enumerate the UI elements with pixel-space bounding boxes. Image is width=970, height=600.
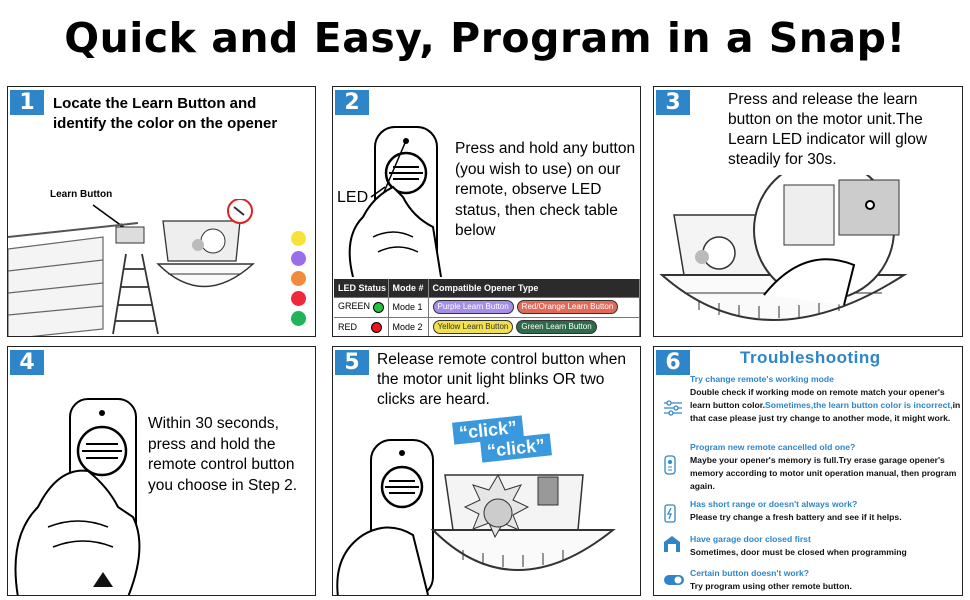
yellow-swatch [291,231,306,246]
step-4-instruction: Within 30 seconds, press and hold the re… [148,415,298,494]
page-title: Quick and Easy, Program in a Snap! [64,14,906,62]
step-number-badge: 3 [656,90,690,115]
troubleshooting-title: Troubleshooting [740,348,881,367]
troubleshooting-body: Please try change a fresh battery and se… [690,512,902,522]
troubleshooting-heading: Program new remote cancelled old one? [690,442,856,452]
step-2-instruction: Press and hold any button (you wish to u… [455,140,636,239]
troubleshooting-body: Sometimes, door must be closed when prog… [690,547,907,557]
learn-button-color-swatches [291,231,307,331]
step-1-panel: 1 Locate the Learn Button and identify t… [7,86,316,337]
troubleshooting-heading: Has short range or doesn't always work? [690,499,858,509]
troubleshooting-item: Certain button doesn't work? Try program… [690,567,962,593]
motor-unit-blinking-illustration [336,439,616,595]
orange-swatch [291,271,306,286]
troubleshooting-body: Maybe your opener's memory is full.Try e… [690,455,957,491]
step-1-instruction: Locate the Learn Button and identify the… [53,95,278,132]
step-number-badge: 6 [656,350,690,375]
compatibility-table: LED Status Mode # Compatible Opener Type… [334,279,640,336]
red-orange-learn-button-tag: Red/Orange Learn Button [516,300,619,314]
troubleshooting-item: Program new remote cancelled old one? Ma… [690,441,962,493]
toggle-icon [664,575,684,585]
green-learn-button-tag: Green Learn Button [516,320,597,335]
garage-opener-illustration [8,199,255,336]
troubleshooting-heading: Certain button doesn't work? [690,568,810,578]
troubleshooting-item: Try change remote's working mode Double … [690,373,962,425]
remote-icon [664,455,676,475]
step-3-instruction: Press and release the learn button on th… [728,91,928,168]
troubleshooting-body: Double check if working mode on remote m… [690,387,961,423]
step-number-badge: 2 [335,90,369,115]
column-header-led-status: LED Status [334,279,389,297]
hand-pressing-remote-illustration [14,398,141,595]
step-2-panel: 2 LED Press and hold any button (you wis… [332,86,641,337]
step-5-instruction: Release remote control button when the m… [377,351,627,408]
mode-cell: Mode 2 [388,316,429,336]
step-4-panel: 4 Within 30 seconds, press and hold the … [7,346,316,596]
purple-learn-button-tag: Purple Learn Button [432,300,514,314]
battery-icon [664,504,676,523]
led-status-cell: RED [334,316,389,336]
green-swatch [291,311,306,326]
troubleshooting-item: Have garage door closed first Sometimes,… [690,533,962,559]
learn-button-label: Learn Button [50,189,113,200]
hand-holding-remote-illustration [348,126,442,277]
green-led-dot [373,301,385,313]
column-header-opener-type: Compatible Opener Type [428,279,640,297]
sliders-icon [664,400,682,416]
mode-cell: Mode 1 [388,296,429,317]
red-swatch [291,291,306,306]
step-number-badge: 4 [10,350,44,375]
troubleshooting-item: Has short range or doesn't always work? … [690,498,962,524]
yellow-learn-button-tag: Yellow Learn Button [432,320,514,335]
step-3-panel: 3 Press and release the learn button on … [653,86,963,337]
troubleshooting-heading: Try change remote's working mode [690,374,834,384]
motor-unit-learn-button-illustration [659,175,908,321]
led-status-cell: GREEN [334,296,389,317]
step-5-panel: 5 Release remote control button when the… [332,346,641,596]
troubleshooting-panel: 6 Troubleshooting Try change remote's wo… [653,346,963,596]
step-number-badge: 1 [10,90,44,115]
red-led-dot [371,321,383,333]
purple-swatch [291,251,306,266]
column-header-mode: Mode # [388,279,429,297]
step-number-badge: 5 [335,350,369,375]
troubleshooting-body: Try program using other remote button. [690,581,852,591]
garage-icon [664,536,680,552]
led-label: LED [337,189,369,206]
troubleshooting-heading: Have garage door closed first [690,534,811,544]
